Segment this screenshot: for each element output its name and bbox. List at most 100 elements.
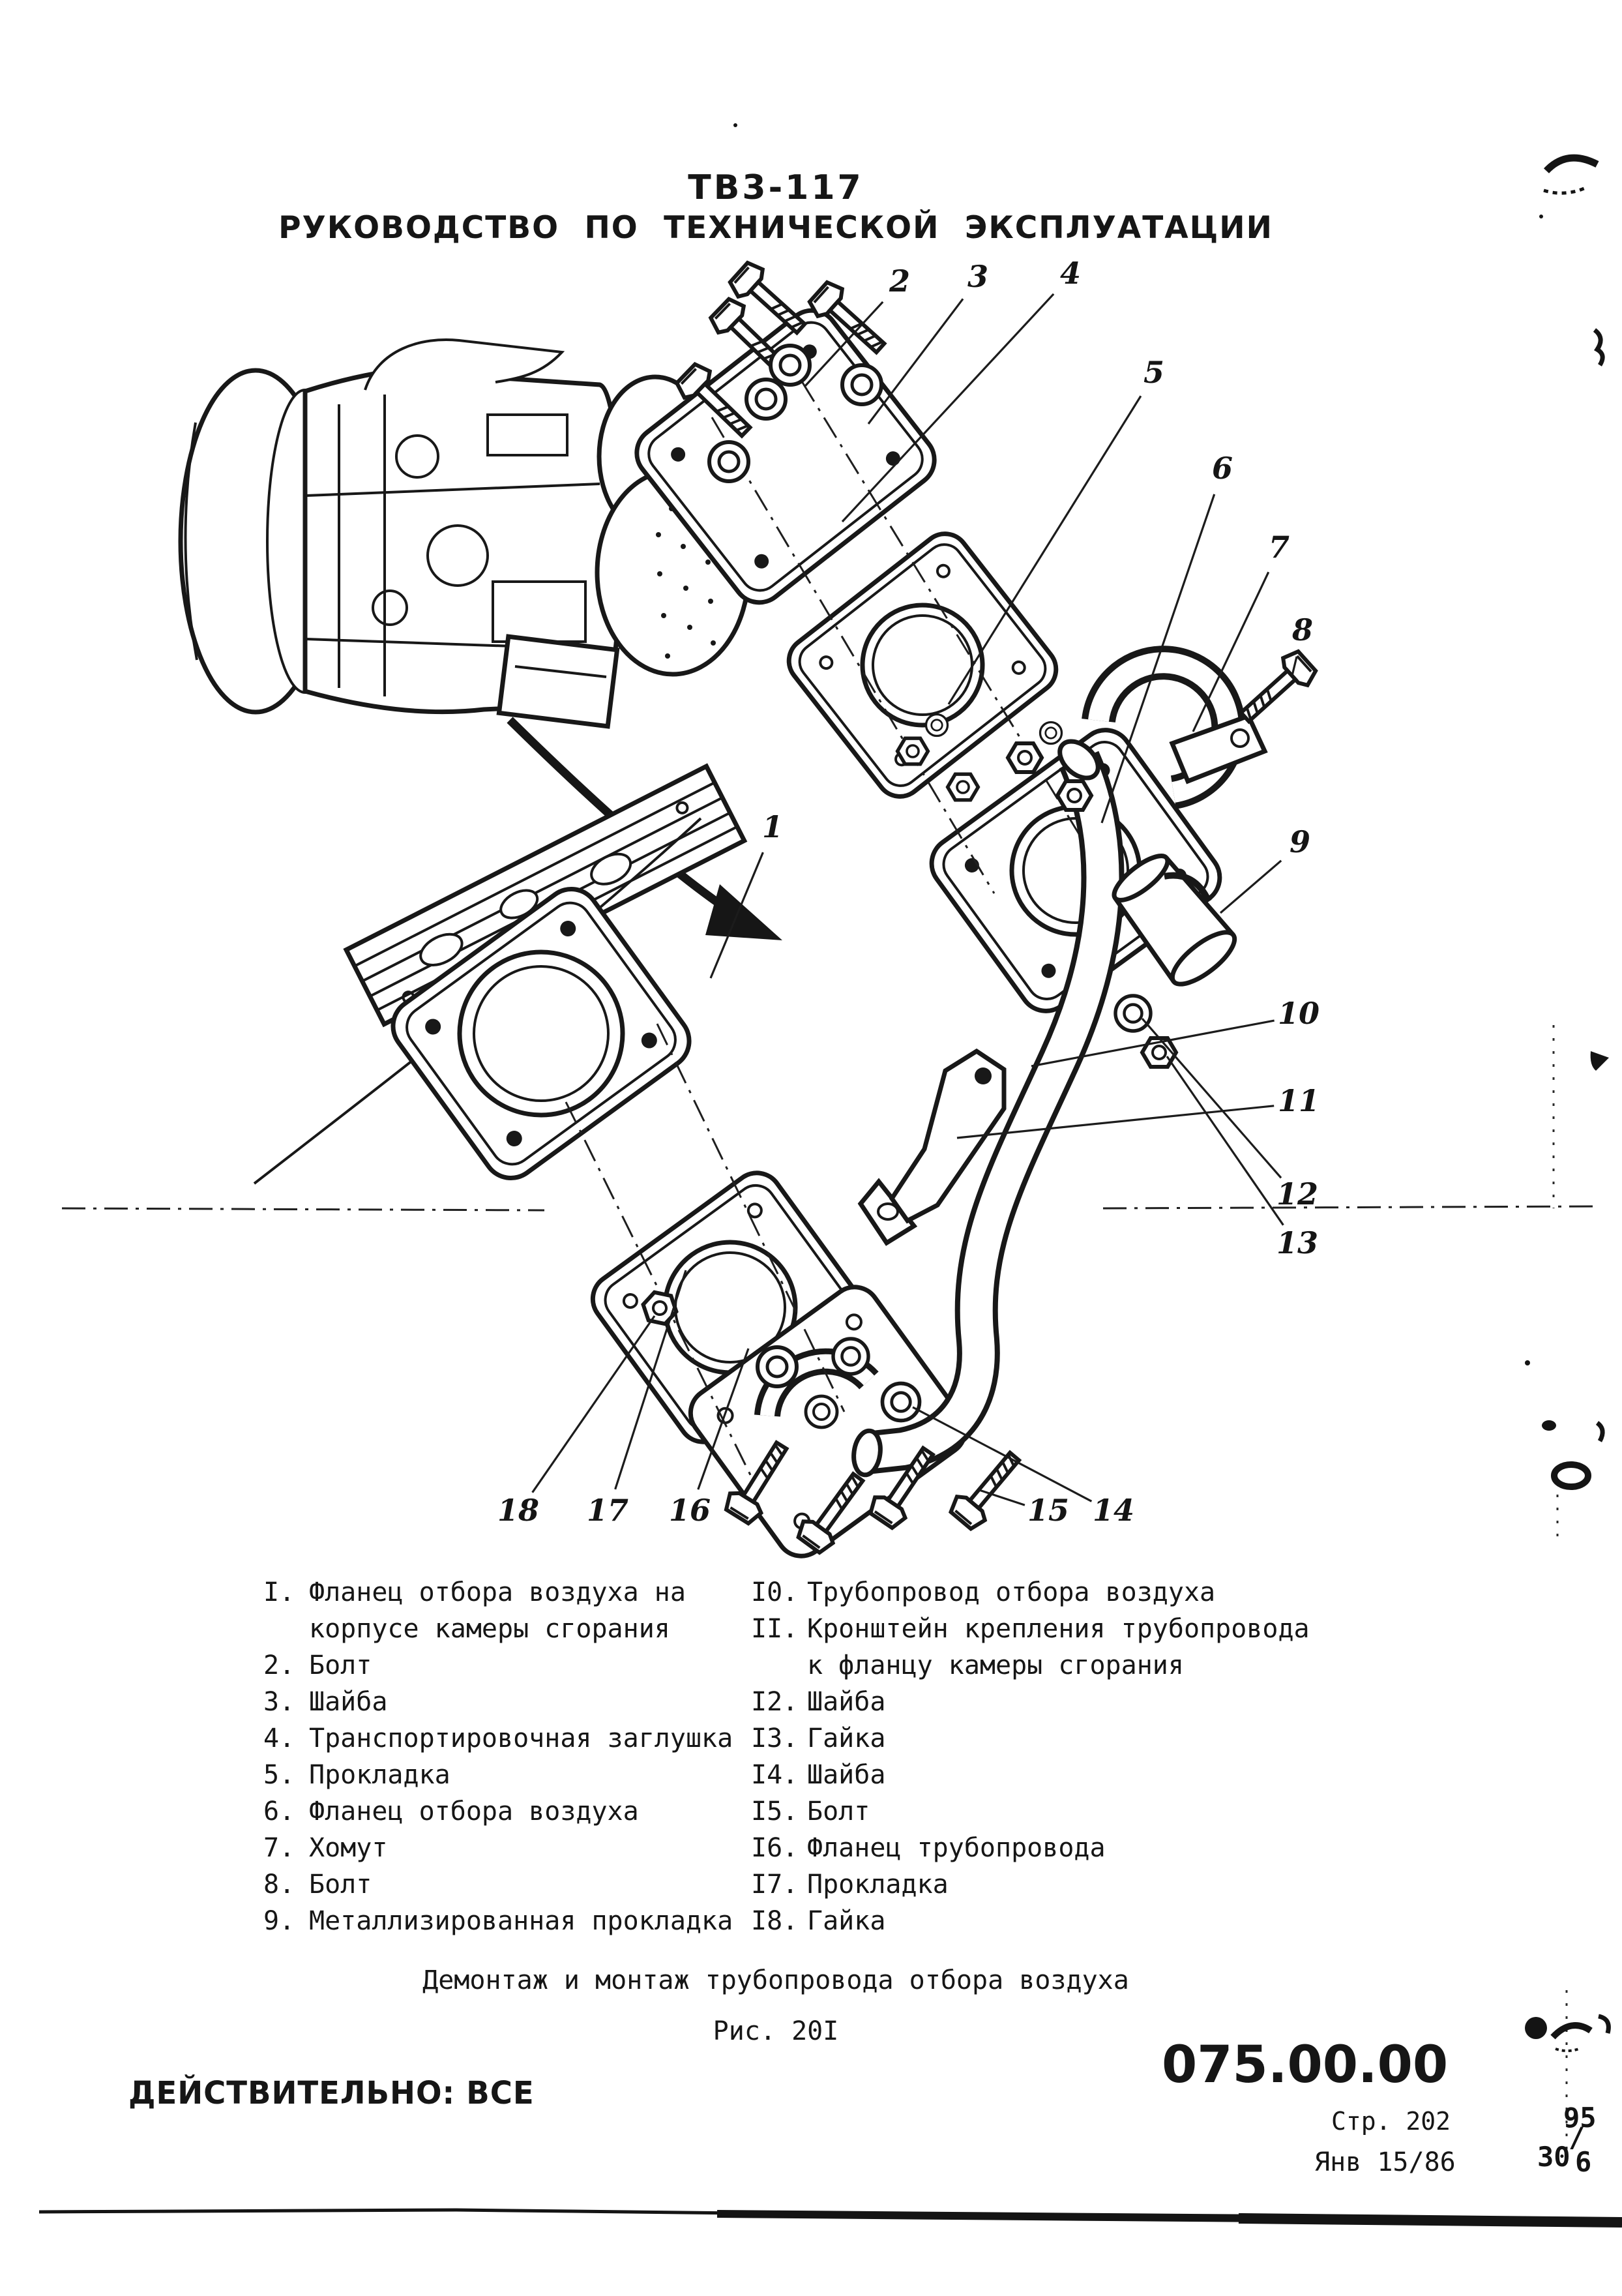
page-number: Стр. 202	[1331, 2107, 1451, 2136]
part-name: Болт	[309, 1650, 372, 1680]
leader-line-18	[531, 1315, 656, 1493]
leader-line-6	[1100, 494, 1216, 824]
callout-number-4: 4	[1060, 256, 1081, 291]
parts-list-line: 6. Фланец отбора воздуха	[263, 1793, 746, 1830]
parts-list-line: I. Фланец отбора воздуха на	[263, 1574, 746, 1611]
part-number: I3.	[751, 1723, 799, 1753]
part-name: Трубопровод отбора воздуха	[807, 1577, 1216, 1607]
callout-number-10: 10	[1278, 996, 1320, 1031]
callout-number-11: 11	[1278, 1083, 1320, 1118]
gasket-5	[786, 531, 1059, 799]
part-name: Болт	[309, 1870, 372, 1900]
part-number	[751, 1647, 807, 1684]
parts-list-line: 2.Болт	[263, 1647, 746, 1684]
part-number: I5.	[751, 1797, 799, 1826]
parts-list-line: I6. Фланец трубопровода	[751, 1830, 1390, 1866]
part-name: Шайба	[807, 1687, 886, 1717]
leader-line-9	[1219, 859, 1282, 914]
parts-list-line: 7.Хомут	[263, 1830, 746, 1866]
part-name: Транспортировочная заглушка	[309, 1723, 733, 1753]
part-name: Прокладка	[807, 1870, 949, 1900]
callout-number-5: 5	[1143, 355, 1164, 390]
leader-line-15	[979, 1489, 1025, 1506]
edge-num-30: 30	[1537, 2141, 1570, 2173]
leader-line-10	[1031, 1019, 1275, 1067]
flange-1-air-bleed-on-case	[391, 886, 692, 1181]
assembly-axis	[656, 1023, 846, 1412]
parts-list-line: I7. Прокладка	[751, 1866, 1390, 1903]
part-name: Гайка	[807, 1906, 886, 1936]
chapter-code: 075.00.00	[1162, 2036, 1449, 2095]
callout-number-18: 18	[497, 1493, 539, 1528]
figure-caption: Демонтаж и монтаж трубопровода отбора во…	[422, 1965, 1129, 1995]
leader-line-5	[947, 395, 1142, 705]
bracket-11	[857, 1048, 1007, 1246]
parts-list-line: I8.Гайка	[751, 1903, 1390, 1939]
part-name: Фланец отбора воздуха	[309, 1797, 639, 1826]
part-number: 6.	[263, 1797, 295, 1826]
leader-line-4	[841, 293, 1055, 523]
part-name: Шайба	[807, 1760, 886, 1790]
leader-line-8	[1291, 656, 1298, 676]
edge-slash: /	[1569, 2121, 1585, 2153]
leader-line-11	[956, 1105, 1275, 1139]
parts-list-line: I2. Шайба	[751, 1684, 1390, 1720]
leader-line-17	[614, 1270, 687, 1490]
parts-list-line: I4. Шайба	[751, 1757, 1390, 1793]
revision-date: Янв 15/86	[1314, 2147, 1456, 2177]
validity-statement: ДЕЙСТВИТЕЛЬНО: ВСЕ	[128, 2075, 535, 2111]
figure-number: Рис. 20I	[713, 2016, 839, 2046]
parts-list-line: 5. Прокладка	[263, 1757, 746, 1793]
parts-list-line: I0.Трубопровод отбора воздуха	[751, 1574, 1390, 1611]
part-number: I4.	[751, 1760, 799, 1790]
part-name: к фланцу камеры сгорания	[807, 1650, 1184, 1680]
leader-line-7	[1192, 571, 1270, 732]
part-number: 9.	[263, 1906, 295, 1936]
callout-number-17: 17	[587, 1493, 628, 1528]
direction-arrow	[705, 884, 782, 940]
part-number: I7.	[751, 1870, 799, 1900]
edge-digits: 95 / 30 6	[1537, 2102, 1597, 2178]
callout-number-7: 7	[1269, 529, 1290, 565]
callout-number-1: 1	[762, 809, 783, 844]
part-number: 5.	[263, 1760, 295, 1790]
scan-artifacts	[38, 123, 1622, 2228]
part-number: 7.	[263, 1833, 295, 1863]
leader-line-12	[1141, 1017, 1282, 1179]
part-number: 8.	[263, 1870, 295, 1900]
clamp-7	[1082, 646, 1268, 809]
part-name: корпусе камеры сгорания	[309, 1614, 670, 1644]
part-number: I6.	[751, 1833, 799, 1863]
callout-number-12: 12	[1276, 1176, 1318, 1212]
part-number: 3.	[263, 1687, 295, 1717]
pipe-10-air-bleed	[851, 739, 1125, 1478]
parts-list-line: 4. Транспортировочная заглушка	[263, 1720, 746, 1757]
assembly-axis	[801, 381, 1089, 848]
part-number: 4.	[263, 1723, 295, 1753]
callout-number-2: 2	[889, 263, 910, 299]
parts-list-line: к фланцу камеры сгорания	[751, 1647, 1390, 1684]
part-name: Фланец отбора воздуха на	[309, 1577, 686, 1607]
part-number: I2.	[751, 1687, 799, 1717]
part-name: Гайка	[807, 1723, 886, 1753]
sleeve-9-metallized-gasket	[1112, 854, 1237, 987]
callout-number-3: 3	[967, 259, 988, 294]
part-number	[263, 1611, 309, 1647]
callout-number-8: 8	[1291, 612, 1313, 648]
part-name: Прокладка	[309, 1760, 450, 1790]
bolt-8	[1233, 648, 1320, 730]
leader-line-3	[867, 298, 964, 425]
part-name: Фланец трубопровода	[807, 1833, 1106, 1863]
centerline-left	[61, 1207, 545, 1212]
part-number: II.	[751, 1614, 799, 1644]
engine-model-title: ТВ3-117	[688, 168, 864, 207]
parts-list-line: II.Кронштейн крепления трубопровода	[751, 1611, 1390, 1647]
callout-number-6: 6	[1212, 451, 1233, 486]
parts-list-line: I5.Болт	[751, 1793, 1390, 1830]
part-number: I.	[263, 1577, 295, 1607]
callout-number-16: 16	[669, 1493, 711, 1528]
callout-number-15: 15	[1027, 1493, 1069, 1528]
